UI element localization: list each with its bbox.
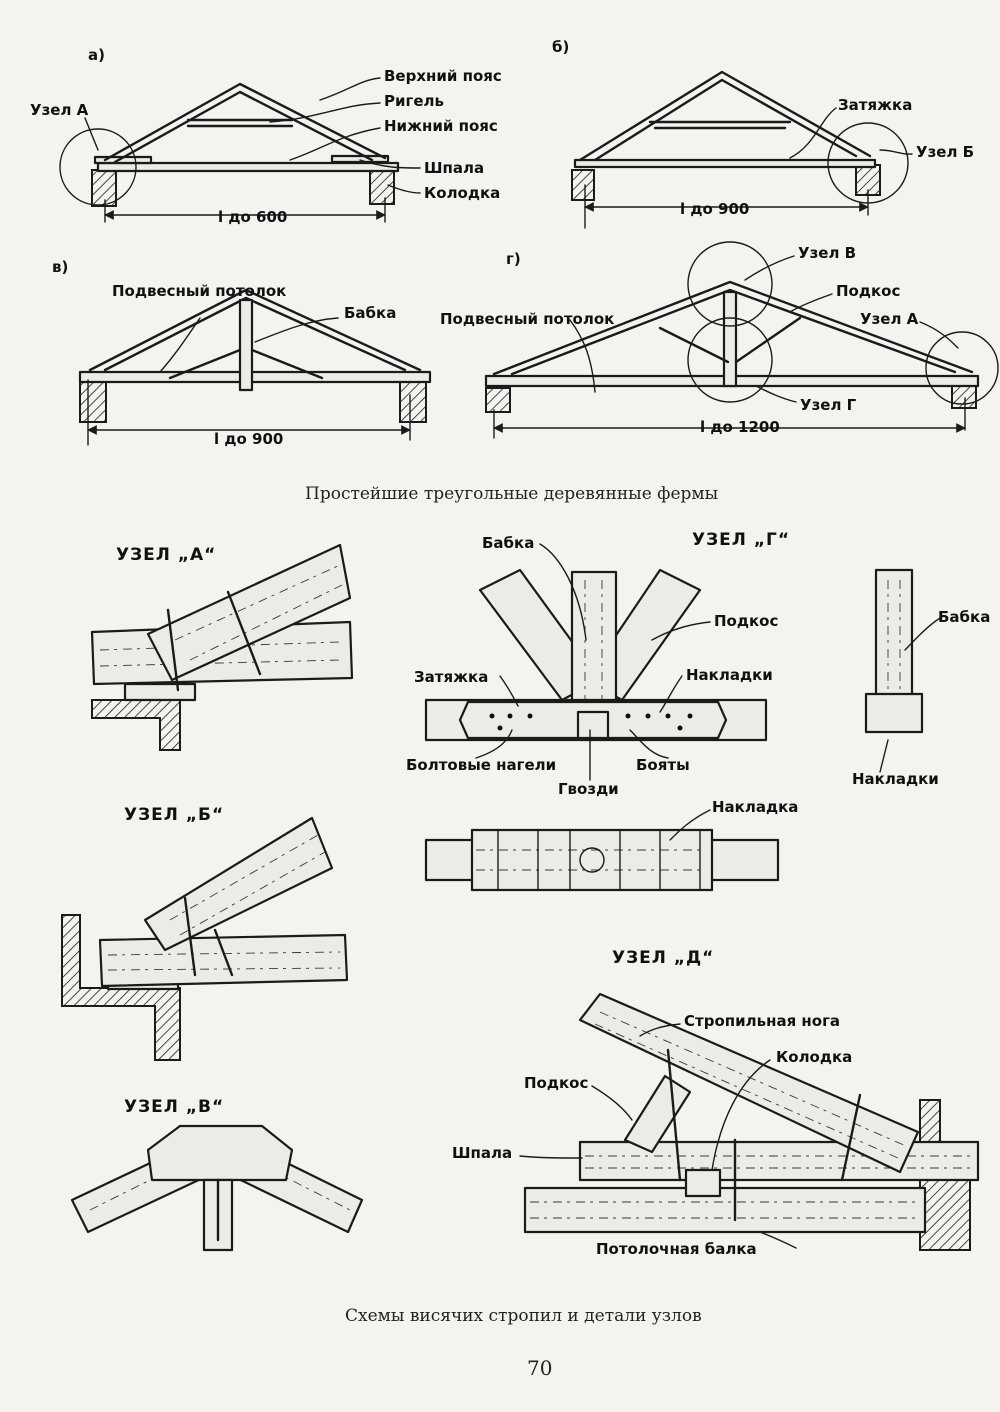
label-tie-b: Затяжка (838, 96, 912, 114)
node-b-title: УЗЕЛ „Б“ (124, 805, 224, 825)
node-b-rafter (143, 816, 334, 952)
node-g-title: УЗЕЛ „Г“ (692, 530, 790, 550)
label-plates-side: Накладки (852, 770, 939, 788)
label-plates-node-g: Накладки (686, 666, 773, 684)
node-v-plate (146, 1124, 294, 1182)
label-ceiling-g: Подвесный потолок (440, 310, 614, 328)
label-tie-node-g: Затяжка (414, 668, 488, 686)
node-v-title: УЗЕЛ „В“ (124, 1097, 224, 1117)
panel-letter-a: а) (88, 46, 105, 64)
node-g-circle (687, 317, 773, 403)
tie-beam-v (78, 370, 432, 384)
page-number: 70 (527, 1356, 553, 1380)
label-ceiling-v: Подвесный потолок (112, 282, 286, 300)
caption-bottom: Схемы висячих стропил и детали узлов (345, 1306, 702, 1326)
label-collar-beam: Ригель (384, 92, 444, 110)
truss-diagram-v: в) Подвесный потолок Бабка l до 900 (52, 258, 432, 448)
label-nails: Гвозди (558, 780, 619, 798)
panel-letter-g: г) (506, 250, 521, 268)
label-bolt-dowels: Болтовые нагели (406, 756, 556, 774)
node-a-circle-g (925, 331, 999, 405)
label-strut-g: Подкос (836, 282, 900, 300)
label-cramps: Бояты (636, 756, 690, 774)
label-node-b: Узел Б (916, 143, 974, 161)
king-post-v (238, 298, 254, 392)
node-d-block (684, 1168, 722, 1198)
node-d-strut (623, 1074, 692, 1154)
truss-diagram-b: б) Затяжка Узел Б l до 900 (552, 38, 974, 229)
node-d-rafter (578, 992, 920, 1174)
span-g: l до 1200 (700, 418, 780, 436)
label-node-v: Узел В (798, 244, 856, 262)
label-lower-chord: Нижний пояс (384, 117, 498, 135)
node-a-circle (59, 128, 137, 206)
label-strut-d: Подкос (524, 1074, 588, 1092)
label-sleeper: Шпала (424, 159, 484, 177)
label-king-post-g: Бабка (482, 534, 534, 552)
panel-letter-b: б) (552, 38, 569, 56)
label-upper-chord: Верхний пояс (384, 67, 502, 85)
node-v-circle (687, 241, 773, 327)
panel-letter-v: в) (52, 258, 68, 276)
king-post-g (722, 290, 738, 388)
node-a-detail: УЗЕЛ „А“ (90, 543, 354, 751)
bottom-chord (96, 161, 400, 173)
node-d-title: УЗЕЛ „Д“ (612, 948, 714, 968)
label-king-post-side: Бабка (938, 608, 990, 626)
label-sleeper-d: Шпала (452, 1144, 512, 1162)
node-a-rafter (146, 543, 352, 682)
span-b: l до 900 (680, 200, 749, 218)
node-g-bolts (489, 713, 693, 731)
node-b-detail: УЗЕЛ „Б“ (61, 805, 349, 1061)
support-left (91, 169, 117, 207)
node-d-detail: УЗЕЛ „Д“ Стропильная нога Колодка Подкос… (452, 948, 980, 1258)
tie-beam-b (573, 158, 877, 169)
node-b-beam (98, 933, 349, 988)
label-king-post-v: Бабка (344, 304, 396, 322)
span-v: l до 900 (214, 430, 283, 448)
node-a-title: УЗЕЛ „А“ (116, 545, 216, 565)
label-block-d: Колодка (776, 1048, 852, 1066)
node-g-king-post (570, 570, 618, 714)
label-node-g: Узел Г (800, 396, 857, 414)
label-block: Колодка (424, 184, 500, 202)
label-strut-node-g: Подкос (714, 612, 778, 630)
node-d-ceiling-beam (523, 1186, 927, 1234)
truss-diagram-g: г) Узел В Подкос Подвесный потолок Узел … (440, 241, 999, 439)
caption-top: Простейшие треугольные деревянные фермы (305, 484, 719, 504)
node-g-detail: УЗЕЛ „Г“ Ба (406, 530, 990, 892)
node-g-plan-plate (470, 828, 714, 892)
label-node-a-g: Узел А (860, 310, 919, 328)
label-rafter-leg: Стропильная нога (684, 1012, 840, 1030)
label-ceiling-beam-d: Потолочная балка (596, 1240, 757, 1258)
label-plate-plan: Накладка (712, 798, 798, 816)
label-node-a: Узел А (30, 101, 89, 119)
truss-diagram-a: а) Верхний пояс Ригель Нижний пояс Шпала… (30, 46, 502, 226)
span-a: l до 600 (218, 208, 287, 226)
node-v-detail: УЗЕЛ „В“ (70, 1097, 364, 1252)
